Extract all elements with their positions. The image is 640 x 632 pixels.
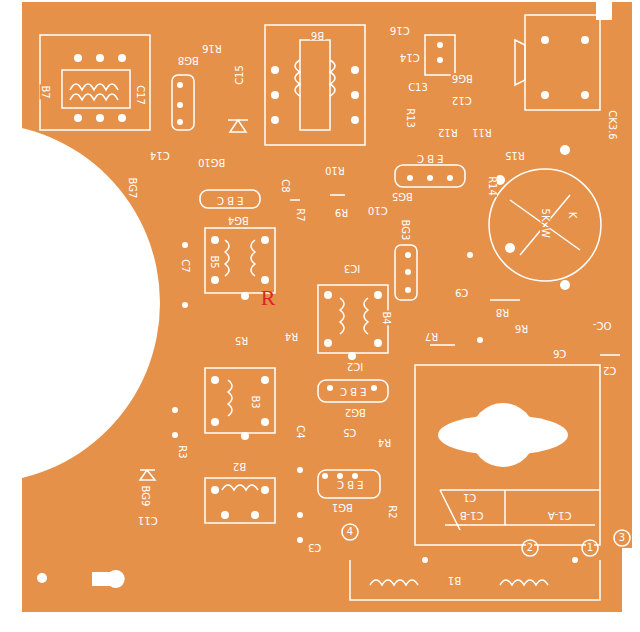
silkscreen-label: C4 — [295, 424, 305, 439]
silkscreen — [40, 15, 630, 600]
silkscreen-label: R10 — [324, 165, 346, 175]
silkscreen-label: R5 — [234, 335, 249, 345]
silkscreen-label: R15 — [504, 150, 526, 160]
silkscreen-label: C7 — [180, 258, 190, 273]
silkscreen-label: R8 — [495, 307, 510, 317]
drill-holes — [74, 36, 589, 563]
silkscreen-label: BG4 — [227, 215, 250, 225]
silkscreen-label: BG8 — [177, 55, 200, 65]
silkscreen-label: R14 — [487, 175, 497, 197]
silkscreen-label: BG7 — [127, 177, 137, 200]
silkscreen-label: B7 — [40, 84, 50, 99]
silkscreen-label: R7 — [424, 331, 439, 341]
silkscreen-label: C14 — [149, 150, 171, 160]
silkscreen-label: R2 — [387, 504, 397, 519]
silkscreen-label: R4 — [377, 437, 392, 447]
silkscreen-label: C2 — [602, 365, 617, 375]
silkscreen-label: C15 — [235, 64, 245, 86]
silkscreen-label: C1-A — [547, 510, 573, 520]
silkscreen-label: E B C — [416, 153, 445, 163]
silkscreen-label: 5K — [540, 208, 550, 223]
board-cutout — [0, 123, 160, 483]
silkscreen-label: C16 — [389, 25, 411, 35]
silkscreen-label: R6 — [514, 323, 529, 333]
silkscreen-label: C11 — [137, 515, 159, 525]
mount-hole — [37, 573, 47, 583]
silkscreen-label: B5 — [209, 254, 219, 269]
silkscreen-label: R16 — [201, 43, 223, 53]
silkscreen-label: B1 — [447, 575, 462, 585]
silkscreen-label: C5 — [342, 427, 357, 437]
silkscreen-label: R9 — [334, 207, 349, 217]
silkscreen-label: B4 — [381, 310, 391, 325]
silkscreen-label: BG9 — [140, 485, 150, 508]
silkscreen-label: BG1 — [331, 502, 354, 512]
silkscreen-label: C17 — [135, 84, 145, 106]
silkscreen-label: B3 — [250, 394, 260, 409]
silkscreen-label: E B C — [339, 386, 368, 396]
silkscreen-label: C12 — [451, 95, 473, 105]
silkscreen-label: R11 — [471, 127, 493, 137]
silkscreen-label: BG2 — [344, 407, 367, 417]
silkscreen-label: IC3 — [343, 263, 361, 273]
silkscreen-label: C6 — [552, 348, 567, 358]
silkscreen-label: 4 — [346, 527, 354, 537]
silkscreen-label: C8 — [280, 178, 290, 193]
silkscreen-label: 3 — [618, 533, 626, 543]
silkscreen-label: C14 — [399, 52, 421, 62]
silkscreen-label: R7 — [295, 207, 305, 222]
silkscreen-label: 2 — [526, 543, 534, 553]
cutouts — [438, 403, 568, 467]
silkscreen-label: C1-B — [459, 510, 484, 520]
silkscreen-label: W — [540, 227, 550, 239]
silkscreen-label: BG3 — [400, 219, 410, 242]
silkscreen-label: B6 — [310, 30, 325, 40]
silkscreen-label: R13 — [405, 107, 415, 129]
silkscreen-label: R — [260, 287, 277, 309]
silkscreen-label: R4 — [284, 331, 299, 341]
silkscreen-label: R12 — [437, 127, 459, 137]
silkscreen-label: IC2 — [346, 361, 364, 371]
keyhole-slot — [92, 570, 125, 588]
silkscreen-label: E B C — [216, 195, 245, 205]
silkscreen-label: BG6 — [451, 73, 474, 83]
silkscreen-label: K — [567, 211, 577, 220]
silkscreen-label: C13 — [407, 83, 429, 93]
silkscreen-label: R3 — [177, 444, 187, 459]
silkscreen-label: C1 — [462, 492, 477, 502]
silkscreen-label: C3 — [307, 542, 322, 552]
silkscreen-label: OC- — [592, 320, 612, 330]
silkscreen-label: BG5 — [391, 191, 414, 201]
silkscreen-label: C9 — [454, 287, 469, 297]
silkscreen-label: BG10 — [197, 157, 226, 167]
silkscreen-label: 1 — [586, 543, 594, 553]
silkscreen-label: C10 — [367, 205, 389, 215]
silkscreen-label: B2 — [232, 461, 247, 471]
silkscreen-label: CK3.6 — [607, 109, 617, 140]
silkscreen-label: E B C — [336, 479, 365, 489]
